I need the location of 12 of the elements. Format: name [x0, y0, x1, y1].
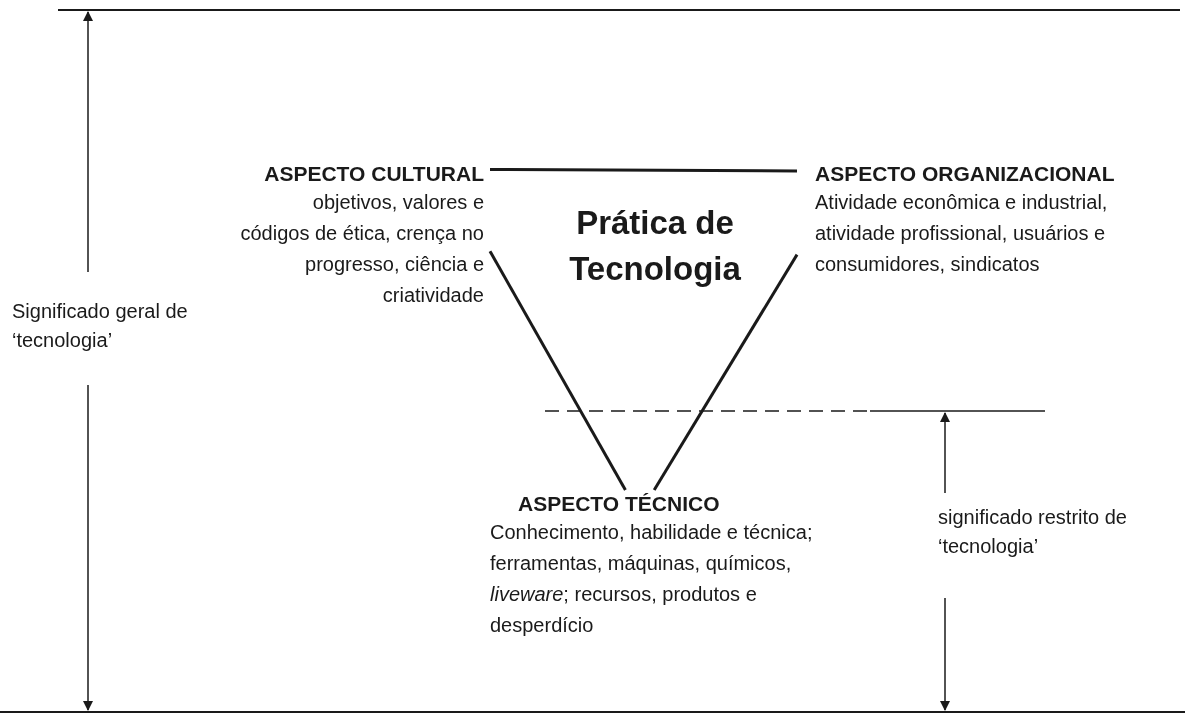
aspect-description: Conhecimento, habilidade e técnica; ferramentas, máquinas, químicos, liveware; recursos, produtos e desperdício [490, 520, 814, 638]
dimension-label: Significado geral de ‘tecnologia’ [12, 299, 189, 353]
aspect-description: objetivos, valores e códigos de ética, crença no progresso, ciência e criatividade [240, 190, 484, 308]
triangle-side-line [490, 168, 797, 173]
aspect-heading: ASPECTO TÉCNICO [517, 491, 721, 517]
dimension-label: significado restrito de ‘tecnologia’ [938, 505, 1128, 559]
aspect-heading: ASPECTO CULTURAL [263, 161, 484, 187]
center-title: Prática de Tecnologia [568, 203, 742, 289]
triangle-side-line [488, 250, 627, 491]
aspect-heading: ASPECTO ORGANIZACIONAL [815, 161, 1116, 187]
aspect-description: Atividade econômica e industrial, atividade profissional, usuários e consumidores, sindicatos [815, 190, 1109, 277]
triangle-side-line [652, 253, 799, 491]
